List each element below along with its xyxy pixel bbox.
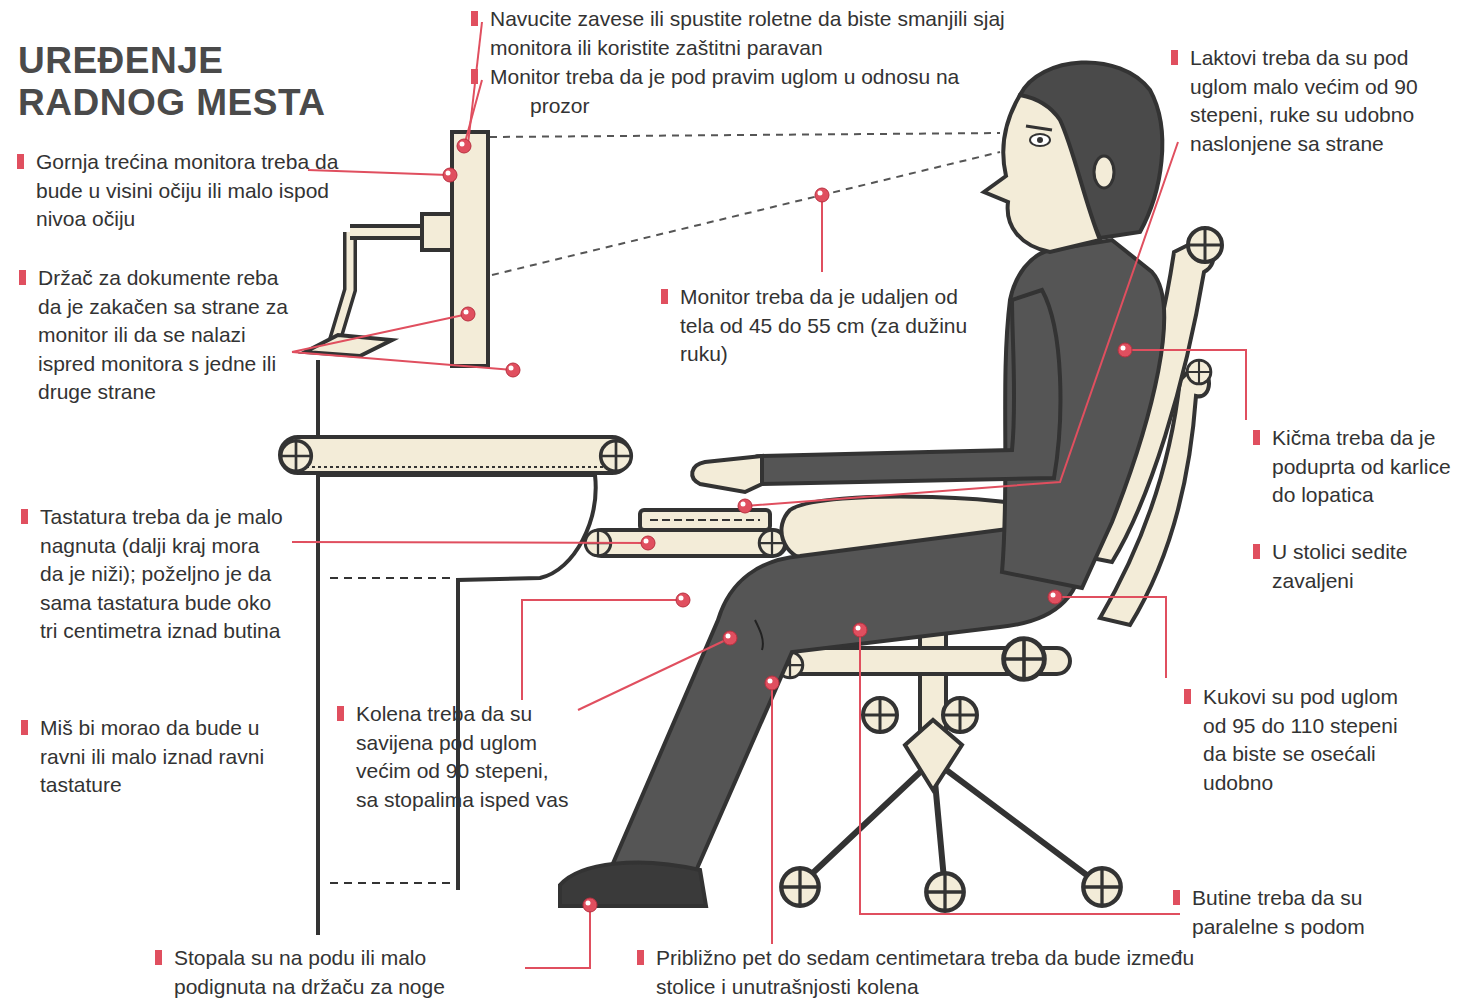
person — [560, 62, 1164, 906]
callout-label: Kičma treba da je poduprta od karlice do… — [1272, 424, 1457, 510]
callout-label: Miš bi morao da bude u ravni ili malo iz… — [40, 714, 302, 800]
callout-label: U stolici sedite zavaljeni — [1272, 538, 1457, 595]
callout-label: Tastatura treba da je malo nagnuta (dalj… — [40, 503, 286, 646]
callout-label: Monitor treba da je pod pravim uglom u o… — [490, 63, 1000, 120]
callout-label: Laktovi treba da su pod uglom malo većim… — [1190, 44, 1470, 158]
title: UREĐENJE RADNOG MESTA — [18, 40, 398, 124]
callout-label: Gornja trećina monitora treba da bude u … — [36, 148, 346, 234]
callout-label: Približno pet do sedam centimetara treba… — [656, 944, 1196, 1001]
callout-label: Butine treba da su paralelne s podom — [1192, 884, 1427, 941]
callout-label: Kolena treba da su savijena pod uglom ve… — [356, 700, 574, 814]
sight-lines — [490, 133, 1000, 275]
desk — [280, 360, 786, 935]
callout-label: Monitor treba da je udaljen od tela od 4… — [680, 283, 975, 369]
leader-lines — [292, 22, 1246, 968]
callout-label: Držač za dokumente reba da je zakačen sa… — [38, 264, 290, 407]
callout-label: Kukovi su pod uglom od 95 do 110 stepeni… — [1203, 683, 1403, 797]
callout-label: Stopala su na podu ili malo podignuta na… — [174, 944, 519, 1001]
callout-label: Navucite zavese ili spustite roletne da … — [490, 5, 1010, 62]
